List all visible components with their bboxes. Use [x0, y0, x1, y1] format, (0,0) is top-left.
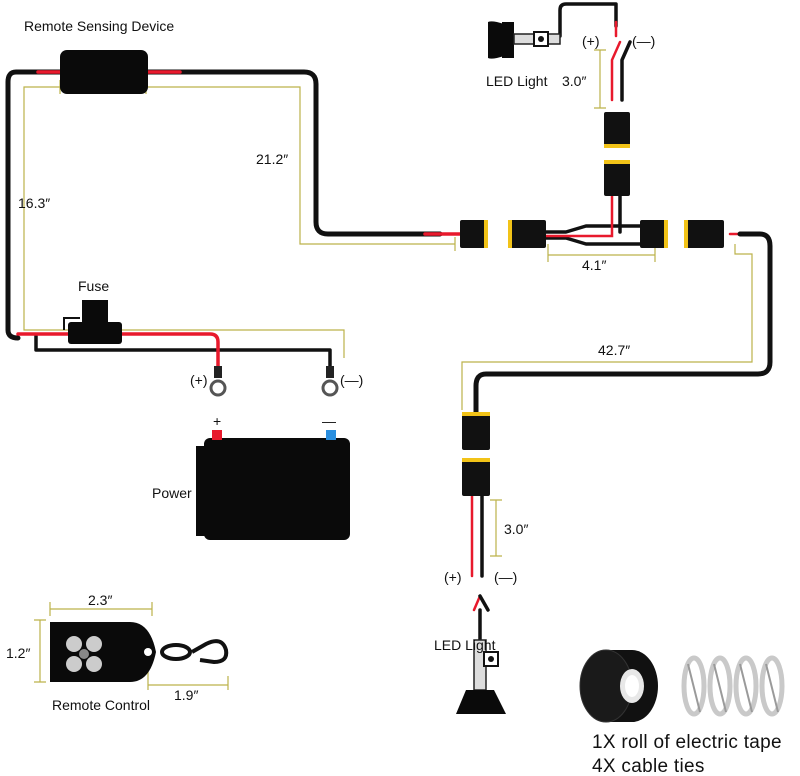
battery: + — Power	[152, 413, 350, 540]
dim-keyring: 1.9″	[174, 687, 198, 703]
dim-4-1: 4.1″	[582, 257, 606, 273]
dim-42-7: 42.7″	[598, 342, 630, 358]
battery-plus-terminal	[212, 430, 222, 440]
dim-remote-width: 2.3″	[88, 592, 112, 608]
led-light-bottom-label: LED Light	[434, 637, 496, 653]
remote-control: Remote Control	[50, 622, 229, 713]
led-light-top: LED Light (+) (—)	[486, 21, 655, 89]
ring-terminals: (+) (—)	[190, 366, 363, 397]
remote-control-label: Remote Control	[52, 697, 150, 713]
cable-ties	[681, 655, 785, 717]
led-bottom-positive-label: (+)	[444, 569, 462, 585]
dim-3-0-top: 3.0″	[562, 73, 586, 89]
led-top-positive-label: (+)	[582, 33, 600, 49]
battery-minus-terminal	[326, 430, 336, 440]
power-label: Power	[152, 485, 192, 501]
electric-tape	[579, 649, 658, 723]
remote-sensing-device-label: Remote Sensing Device	[24, 18, 174, 34]
connectors	[460, 112, 724, 496]
led-top-negative-label: (—)	[632, 33, 655, 49]
tape-label: 1X roll of electric tape	[592, 732, 782, 753]
dim-16-3: 16.3″	[18, 195, 50, 211]
harness-wires	[5, 2, 773, 692]
led-light-bottom: LED Light (+) (—)	[434, 569, 517, 714]
fuse-label: Fuse	[78, 278, 109, 294]
battery-plus-label: +	[213, 413, 221, 429]
led-bottom-negative-label: (—)	[494, 569, 517, 585]
led-light-top-label: LED Light	[486, 73, 548, 89]
fuse: Fuse	[63, 278, 122, 344]
dim-21-2: 21.2″	[256, 151, 288, 167]
battery-minus-label: —	[322, 413, 336, 429]
dimension-guides	[23, 49, 753, 690]
remote-sensing-device: Remote Sensing Device	[24, 18, 174, 94]
dim-remote-height: 1.2″	[6, 645, 30, 661]
dimension-labels: 16.3″ 21.2″ 3.0″ 4.1″ 42.7″ 3.0″ 2.3″ 1.…	[6, 73, 630, 703]
ring-negative-label: (—)	[340, 372, 363, 388]
dim-3-0-bottom: 3.0″	[504, 521, 528, 537]
ring-positive-label: (+)	[190, 372, 208, 388]
ties-label: 4X cable ties	[592, 756, 705, 776]
